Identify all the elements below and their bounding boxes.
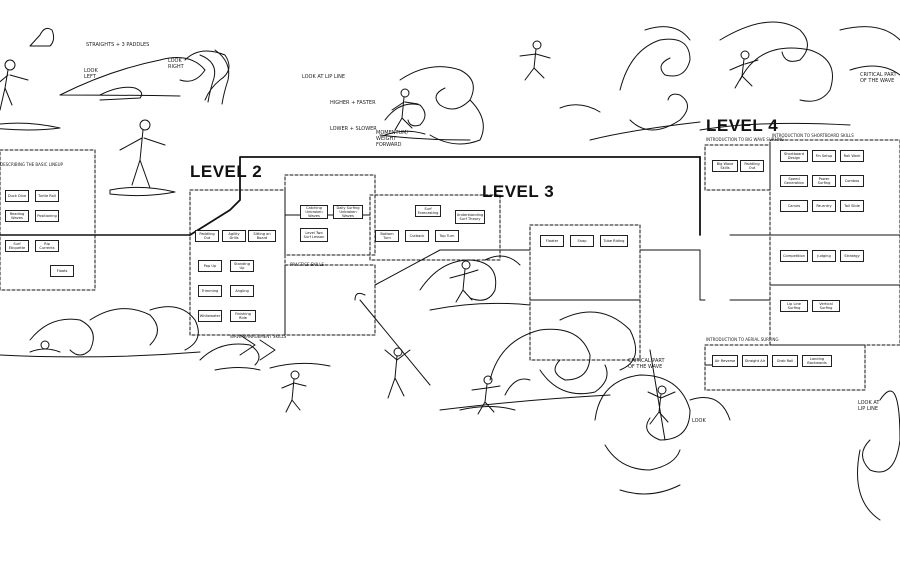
box-straight-air: Straight Air <box>742 355 768 367</box>
box-finishing: Finishing Ride <box>230 310 256 322</box>
box-standing-up: Standing Up <box>230 260 254 272</box>
surfer-figure-topleft <box>0 59 61 131</box>
note-momentum: MOMENTUM/ WEIGHT FORWARD <box>376 130 409 148</box>
swimmer-figure <box>29 340 61 353</box>
box-understanding-surf-theory: Understanding Surf Theory <box>455 210 485 224</box>
swirl-wave-corner <box>699 21 900 131</box>
box-top-turn: Top Turn <box>435 230 459 242</box>
group-title-shortboard: INTRODUCTION TO SHORTBOARD SKILLS <box>772 133 854 138</box>
surfer-figure-bottom-center <box>459 375 516 415</box>
group-level2-left <box>189 189 286 336</box>
swirl-wave-top-right <box>589 26 701 141</box>
group-level1 <box>0 149 96 291</box>
swirl-wave-bottom-right-center <box>594 374 731 495</box>
group-title-basic-lineup: DESCRIBING THE BASIC LINEUP <box>0 162 63 167</box>
box-landing: Landing Backwards <box>802 355 832 367</box>
box-agility-drills: Agility Drills <box>222 230 246 242</box>
surfer-figure-level2 <box>109 119 176 197</box>
box-power: Power Surfing <box>812 175 836 187</box>
box-turtle-roll: Turtle Roll <box>35 190 59 202</box>
group-level3-lower <box>529 299 641 361</box>
note-critical-part-mid: CRITICAL PART OF THE WAVE <box>628 358 665 370</box>
surfer-figure-level3 <box>449 260 479 303</box>
group-vertical <box>769 284 900 346</box>
box-grab-rail: Grab Rail <box>772 355 798 367</box>
surfer-figure-paddle <box>269 362 331 413</box>
level-4-heading: LEVEL 4 <box>706 116 779 135</box>
swirl-wave-top-center <box>379 66 484 145</box>
box-vertical: Vertical Surfing <box>812 300 840 312</box>
box-catching-unbroken: Catching Unbroken Waves <box>300 205 328 219</box>
note-look-at-lip-line: LOOK AT LIP LINE <box>302 74 346 80</box>
board-mid-top <box>559 104 601 113</box>
wave-topleft <box>59 57 206 97</box>
group-aerial <box>704 344 866 391</box>
swirl-wave-bottom-right <box>857 390 900 521</box>
surfer-figure-top-center <box>384 88 426 136</box>
box-strategy: Strategy <box>840 250 864 262</box>
box-positioning: Positioning <box>35 210 59 222</box>
box-duck-dive: Duck Dive <box>5 190 29 202</box>
group-title-practice-skills: PRACTICE SKILLS <box>290 262 325 267</box>
note-critical-part-top: CRITICAL PART OF THE WAVE <box>860 72 897 84</box>
level-3-heading: LEVEL 3 <box>482 182 555 201</box>
box-competition: Competition <box>780 250 808 262</box>
surfer-figure-bottom-right <box>647 349 676 441</box>
box-floater: Floater <box>540 235 564 247</box>
box-tail-slide: Tail Slide <box>840 200 864 212</box>
flow-line-top <box>189 156 701 236</box>
note-look: LOOK <box>692 418 706 424</box>
box-lip-line: Lip Line Surfing <box>780 300 808 312</box>
box-paddle-in: Paddling Out <box>740 160 764 172</box>
box-bottom-turn: Bottom Turn <box>375 230 399 242</box>
group-level3-top <box>369 194 501 261</box>
note-lower-slower: LOWER + SLOWER <box>330 126 377 132</box>
box-snap: Snap <box>570 235 594 247</box>
box-fin-setup: Fin Setup <box>812 150 836 162</box>
box-paddling-out: Paddling Out <box>195 230 219 242</box>
box-reentry: Re-entry <box>812 200 836 212</box>
group-title-big-wave: INTRODUCTION TO BIG WAVE SURFING <box>706 137 785 142</box>
box-angling: Angling <box>230 285 254 297</box>
note-straights-paddles: STRAIGHTS + 3 PADDLES <box>86 42 150 48</box>
box-shortboard: Shortboard Design <box>780 150 808 162</box>
box-whitewater: Whitewater <box>198 310 222 322</box>
group-level2-lower <box>284 264 376 336</box>
box-trimming: Trimming <box>198 285 222 297</box>
box-reading-waves: Reading Waves <box>5 210 29 222</box>
wave-level3-center <box>419 255 531 311</box>
box-surf-forecasting: Surf Forecasting <box>415 205 441 217</box>
note-look-left: LOOK LEFT <box>84 68 98 80</box>
box-combos: Combos <box>840 175 864 187</box>
box-cutback: Cutback <box>405 230 429 242</box>
box-carves: Carves <box>780 200 808 212</box>
box-floats: Floats <box>50 265 74 277</box>
surfer-figure-corner <box>729 50 759 89</box>
note-look-at-lip-line-bottom: LOOK AT LIP LINE <box>858 400 880 412</box>
box-pop-up: Pop Up <box>198 260 222 272</box>
box-big-wave: Big Wave Skills <box>712 160 738 172</box>
note-look-right: LOOK RIGHT <box>168 58 184 70</box>
box-sitting-on-board: Sitting on Board <box>248 230 276 242</box>
group-title-wave-management: WAVE MANAGEMENT SKILLS <box>230 334 287 339</box>
box-air-reverse: Air Reverse <box>712 355 738 367</box>
box-judging: Judging <box>812 250 836 262</box>
surfer-figure-carrying <box>354 292 431 399</box>
level-2-heading: LEVEL 2 <box>190 162 263 181</box>
box-rip-currents: Rip Currents <box>35 240 59 252</box>
box-etiquette: Surf Etiquette <box>5 240 29 252</box>
box-rail-work: Rail Work <box>840 150 864 162</box>
box-level-two-surf: Level Two Surf Lesson <box>300 228 328 242</box>
surfer-figure-swirl <box>519 40 551 81</box>
box-speed: Speed Generation <box>780 175 808 187</box>
box-daily-surfing: Daily Surfing Unbroken Waves <box>333 205 363 219</box>
wave-bottom-center-left <box>199 334 276 371</box>
group-title-aerial: INTRODUCTION TO AERIAL SURFING <box>706 337 779 342</box>
note-higher-faster: HIGHER + FASTER <box>330 100 376 106</box>
box-tube-riding: Tube Riding <box>600 235 628 247</box>
swirl-wave-bottom-center <box>439 311 637 411</box>
swirl-wave-bottom-left <box>0 306 201 358</box>
